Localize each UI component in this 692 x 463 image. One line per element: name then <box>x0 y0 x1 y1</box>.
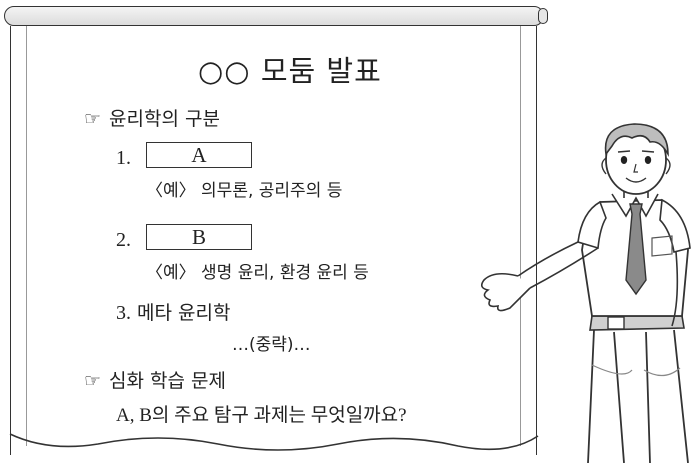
pointing-hand-icon: ☞ <box>84 108 102 130</box>
section-heading-advanced: ☞ 심화 학습 문제 <box>84 372 226 391</box>
omission-mark: …(중략)… <box>232 335 311 355</box>
item3: 3. 메타 윤리학 <box>116 303 231 323</box>
item2-number: 2. <box>116 229 131 251</box>
blank-box-a: A <box>146 142 252 168</box>
poster-bottom-edge <box>9 433 539 451</box>
poster-title: ○○ 모둠 발표 <box>198 54 382 88</box>
section2-heading-text: 심화 학습 문제 <box>109 370 227 392</box>
item3-text: 메타 윤리학 <box>137 302 231 324</box>
item2-example: 〈예〉 생명 윤리, 환경 윤리 등 <box>146 263 369 283</box>
item1-number: 1. <box>116 147 131 169</box>
poster-sheet <box>10 26 537 455</box>
poster-fold-line-left <box>26 26 27 446</box>
poster-fold-line-right <box>520 26 521 446</box>
section-heading-ethics: ☞ 윤리학의 구분 <box>84 110 220 129</box>
poster-roller <box>4 6 544 26</box>
item1-example: 〈예〉 의무론, 공리주의 등 <box>146 181 343 201</box>
section1-heading-text: 윤리학의 구분 <box>109 108 220 130</box>
item3-number: 3. <box>116 302 131 324</box>
poster-roller-cap <box>538 8 548 24</box>
pointing-hand-icon: ☞ <box>84 370 102 392</box>
presenter-illustration <box>480 123 691 463</box>
question-text: A, B의 주요 탐구 과제는 무엇일까요? <box>116 405 407 426</box>
blank-box-b: B <box>146 224 252 250</box>
